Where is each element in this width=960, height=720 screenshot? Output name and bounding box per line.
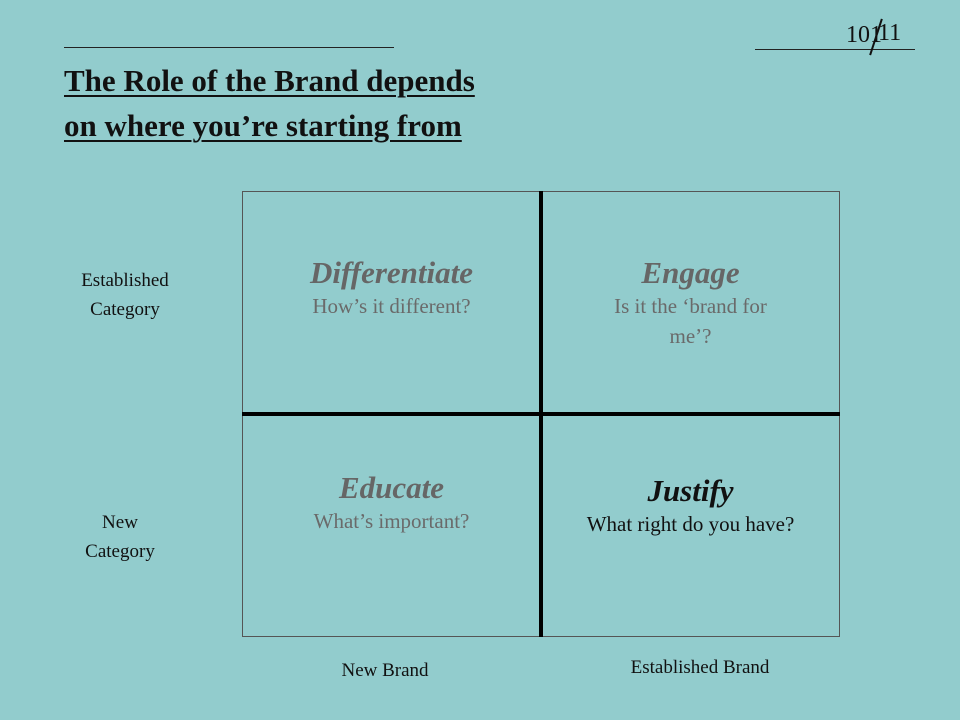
cell-educate: Educate What’s important? [242, 414, 541, 637]
cell-engage: Engage Is it the ‘brand for me’? [541, 191, 840, 414]
brand-logo: 101 11 [842, 18, 912, 58]
cell-question: What’s important? [313, 509, 470, 533]
col-label-new-brand: New Brand [341, 660, 429, 681]
title-line-2: on where you’re starting from [64, 108, 462, 143]
logo-rule [755, 49, 915, 50]
horizontal-divider [242, 412, 840, 416]
cell-question: What right do you have? [586, 512, 795, 536]
cell-question: How’s it different? [312, 294, 471, 318]
row-label-established-line: Established Category [81, 270, 169, 320]
cell-heading: Educate [338, 470, 445, 505]
title-top-rule [64, 47, 394, 48]
cell-question: Is it the ‘brand for me’? [614, 294, 767, 348]
cell-heading: Justify [647, 473, 734, 508]
row-label-new-line: New Category [85, 512, 155, 562]
cell-heading: Differentiate [309, 255, 473, 290]
title-line-1: The Role of the Brand depends [64, 63, 475, 98]
row-label-new-category: New Category [55, 508, 185, 566]
col-label-established-brand: Established Brand [630, 657, 770, 678]
cell-heading: Engage [641, 255, 740, 290]
row-label-established-category: Established Category [55, 266, 195, 324]
brand-role-matrix: Differentiate How’s it different? Engage… [242, 191, 840, 637]
page-title: The Role of the Brand depends on where y… [64, 58, 475, 148]
cell-differentiate: Differentiate How’s it different? [242, 191, 541, 414]
cell-justify: Justify What right do you have? [541, 414, 840, 637]
logo-text-right: 11 [878, 20, 902, 46]
